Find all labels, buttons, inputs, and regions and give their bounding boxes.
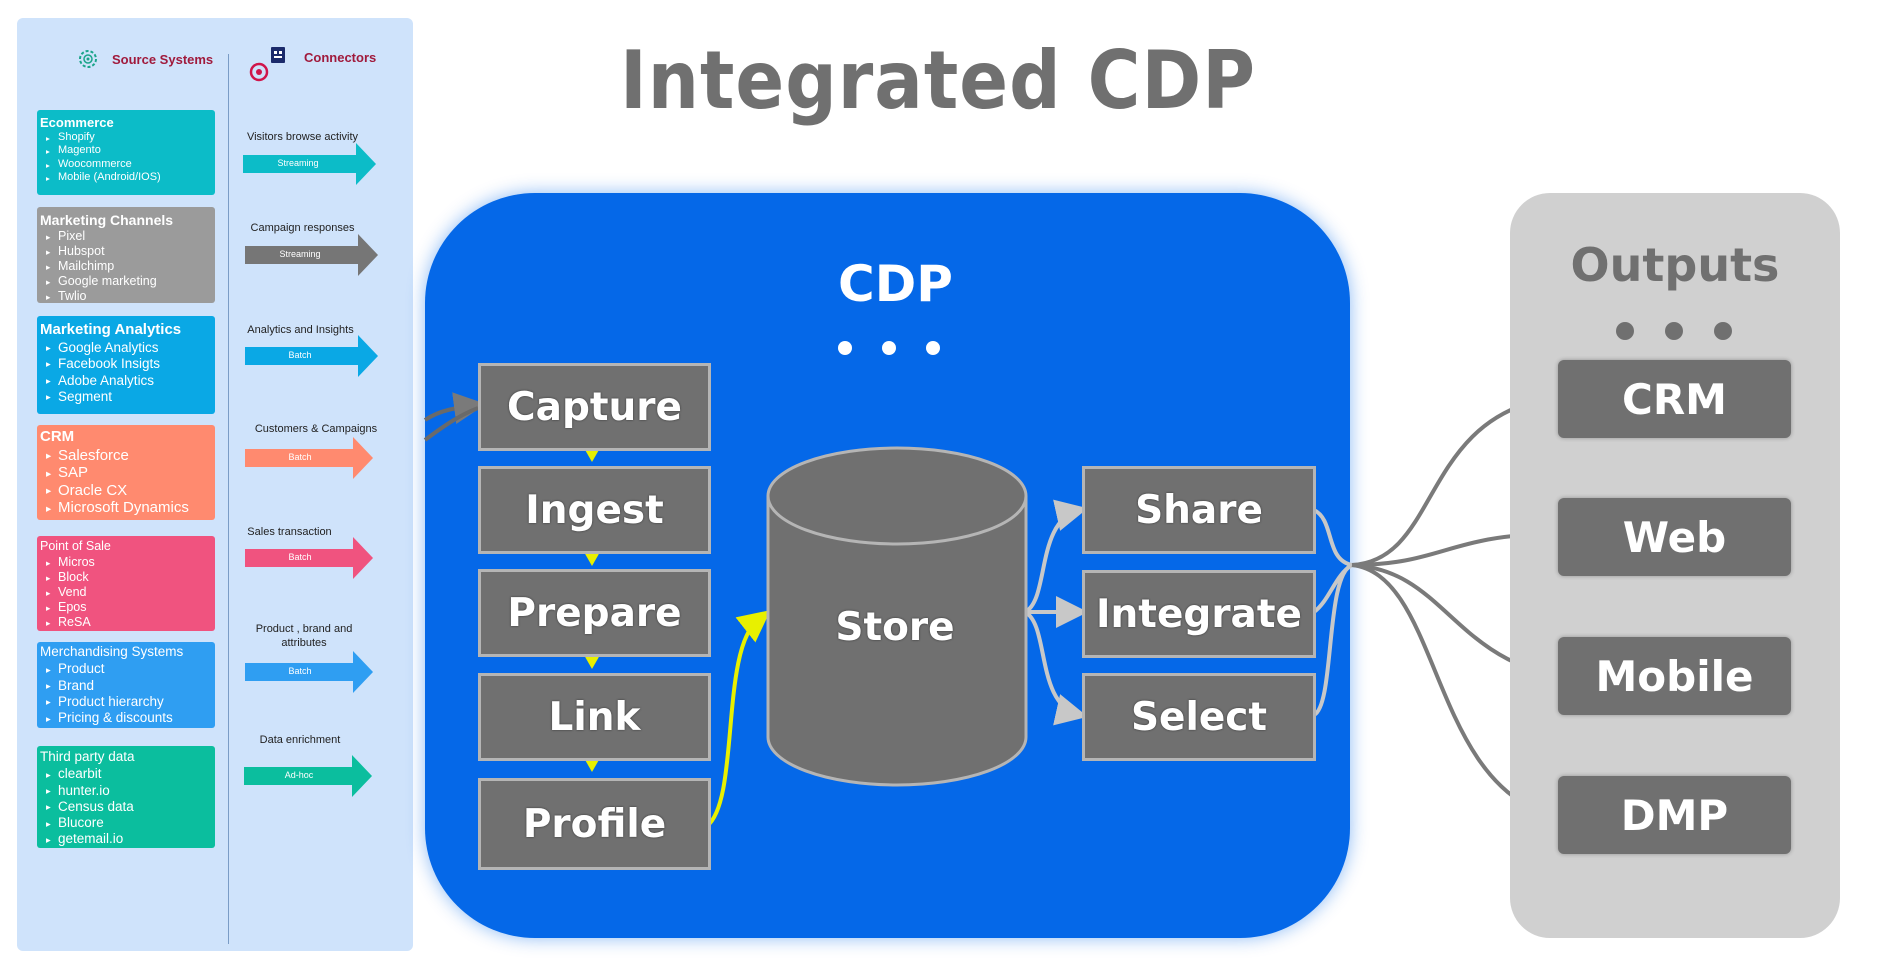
connector-arrow: Batch: [245, 335, 380, 377]
connector-icon: [249, 45, 293, 88]
source-marketing-analytics: Marketing Analytics Google Analytics Fac…: [37, 316, 215, 414]
source-item: Product hierarchy: [40, 694, 213, 712]
source-item: Woocommerce: [40, 158, 213, 172]
panel-divider: [228, 54, 229, 944]
source-item: Shopify: [40, 131, 213, 145]
cdp-title: CDP: [838, 255, 953, 313]
output-mobile: Mobile: [1558, 637, 1791, 715]
source-title: Marketing Channels: [40, 212, 174, 228]
source-title: CRM: [40, 428, 75, 445]
source-item: Brand: [40, 678, 213, 696]
source-item: hunter.io: [40, 783, 213, 801]
action-share: Share: [1082, 466, 1316, 554]
stage-prepare: Prepare: [478, 569, 711, 657]
source-systems-header: Source Systems: [112, 52, 214, 67]
connector-mode: Batch: [288, 666, 312, 676]
source-item: Adobe Analytics: [40, 373, 213, 390]
connector-label: Campaign responses: [250, 222, 355, 234]
connector-label: Visitors browse activity: [246, 131, 359, 143]
connector-mode: Batch: [288, 552, 312, 562]
source-third-party-data: Third party data clearbit hunter.io Cens…: [37, 746, 215, 850]
source-title: Ecommerce: [40, 115, 114, 130]
output-web: Web: [1558, 498, 1791, 576]
connector-label: Data enrichment: [259, 734, 341, 746]
outputs-dot: [1616, 322, 1634, 340]
source-item: Segment: [40, 389, 213, 406]
source-crm: CRM Salesforce SAP Oracle CX Microsoft D…: [37, 425, 215, 520]
connector-mode: Streaming: [279, 249, 321, 259]
source-item: Micros: [40, 555, 213, 571]
source-item: Product: [40, 661, 213, 679]
connector-mode: Ad-hoc: [284, 770, 314, 780]
outputs-dot: [1665, 322, 1683, 340]
source-item: Blucore: [40, 815, 213, 833]
outputs-title: Outputs: [1570, 238, 1780, 292]
gear-icon: [77, 48, 99, 75]
action-select: Select: [1082, 673, 1316, 761]
stage-ingest: Ingest: [478, 466, 711, 554]
source-item: Epos: [40, 600, 213, 616]
cdp-dot: [926, 341, 940, 355]
source-merchandising-systems: Merchandising Systems Product Brand Prod…: [37, 642, 215, 728]
source-title: Third party data: [40, 749, 135, 764]
stage-profile: Profile: [478, 778, 711, 870]
connector-label: Analytics and Insights: [247, 324, 354, 336]
stage-link: Link: [478, 673, 711, 761]
output-dmp: DMP: [1558, 776, 1791, 854]
connector-label: Sales transaction: [247, 526, 332, 538]
source-item: Oracle CX: [40, 482, 213, 501]
source-title: Point of Sale: [40, 539, 111, 553]
source-title: Marketing Analytics: [40, 321, 182, 338]
source-item: getemail.io: [40, 831, 213, 849]
store-label: Store: [835, 605, 955, 650]
source-item: Census data: [40, 799, 213, 817]
source-point-of-sale: Point of Sale Micros Block Vend Epos ReS…: [37, 536, 215, 631]
source-item: Microsoft Dynamics: [40, 499, 213, 518]
source-marketing-channels: Marketing Channels Pixel Hubspot Mailchi…: [37, 207, 215, 305]
output-crm: CRM: [1558, 360, 1791, 438]
stage-capture: Capture: [478, 363, 711, 451]
source-ecommerce: Ecommerce Shopify Magento Woocommerce Mo…: [37, 110, 215, 195]
source-item: Mobile (Android/IOS): [40, 171, 213, 185]
connector-mode: Batch: [288, 350, 312, 360]
source-item: SAP: [40, 464, 213, 483]
source-item: Magento: [40, 144, 213, 158]
source-item: Hubspot: [40, 244, 213, 260]
source-item: Vend: [40, 585, 213, 601]
cdp-dot: [882, 341, 896, 355]
connector-mode: Streaming: [277, 158, 319, 168]
connector-arrow: Ad-hoc: [244, 755, 374, 797]
source-item: ReSA: [40, 615, 213, 631]
connector-arrow: Streaming: [243, 143, 378, 185]
source-item: Pricing & discounts: [40, 710, 213, 728]
page-title: Integrated CDP: [620, 34, 1256, 127]
connector-label: Product , brand and attributes: [255, 623, 353, 649]
cdp-dot: [838, 341, 852, 355]
source-item: Google marketing: [40, 274, 213, 290]
connector-label: Customers & Campaigns: [254, 423, 378, 435]
outputs-dot: [1714, 322, 1732, 340]
connector-arrow: Batch: [245, 651, 375, 693]
source-item: Google Analytics: [40, 340, 213, 357]
connector-arrow: Batch: [245, 437, 375, 479]
connector-arrow: Batch: [245, 537, 375, 579]
action-integrate: Integrate: [1082, 570, 1316, 658]
source-item: Block: [40, 570, 213, 586]
connectors-header: Connectors: [304, 50, 377, 65]
source-title: Merchandising Systems: [40, 644, 184, 659]
source-item: Mailchimp: [40, 259, 213, 275]
source-item: Pixel: [40, 229, 213, 245]
connector-mode: Batch: [288, 452, 312, 462]
store-cylinder: [766, 446, 1028, 787]
connector-arrow: Streaming: [245, 234, 380, 276]
source-item: Twlio: [40, 289, 213, 305]
source-item: Facebook Insigts: [40, 356, 213, 373]
source-item: clearbit: [40, 766, 213, 784]
source-item: Salesforce: [40, 447, 213, 466]
